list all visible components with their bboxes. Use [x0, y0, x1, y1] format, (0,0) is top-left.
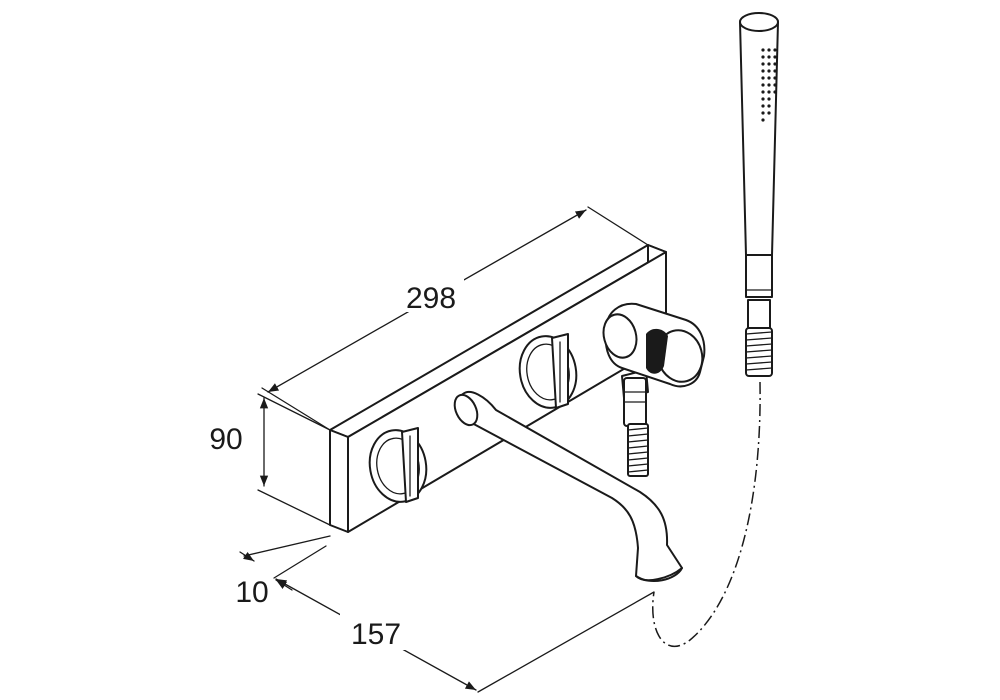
hose-connector — [621, 369, 649, 477]
shower-holder — [602, 302, 706, 388]
dimension-height-label: 90 — [209, 423, 242, 456]
left-valve-knob — [368, 427, 428, 503]
dimension-projection — [275, 578, 655, 693]
bath-spout — [453, 391, 683, 583]
dimension-width — [261, 206, 649, 431]
spray-holes — [761, 48, 777, 122]
dimension-height — [257, 393, 331, 526]
dimension-projection-label: 157 — [351, 618, 401, 651]
hand-shower — [739, 12, 779, 377]
dimension-width-label: 298 — [406, 282, 456, 315]
shower-hose — [652, 381, 761, 647]
dimension-depth-label: 10 — [235, 576, 268, 609]
